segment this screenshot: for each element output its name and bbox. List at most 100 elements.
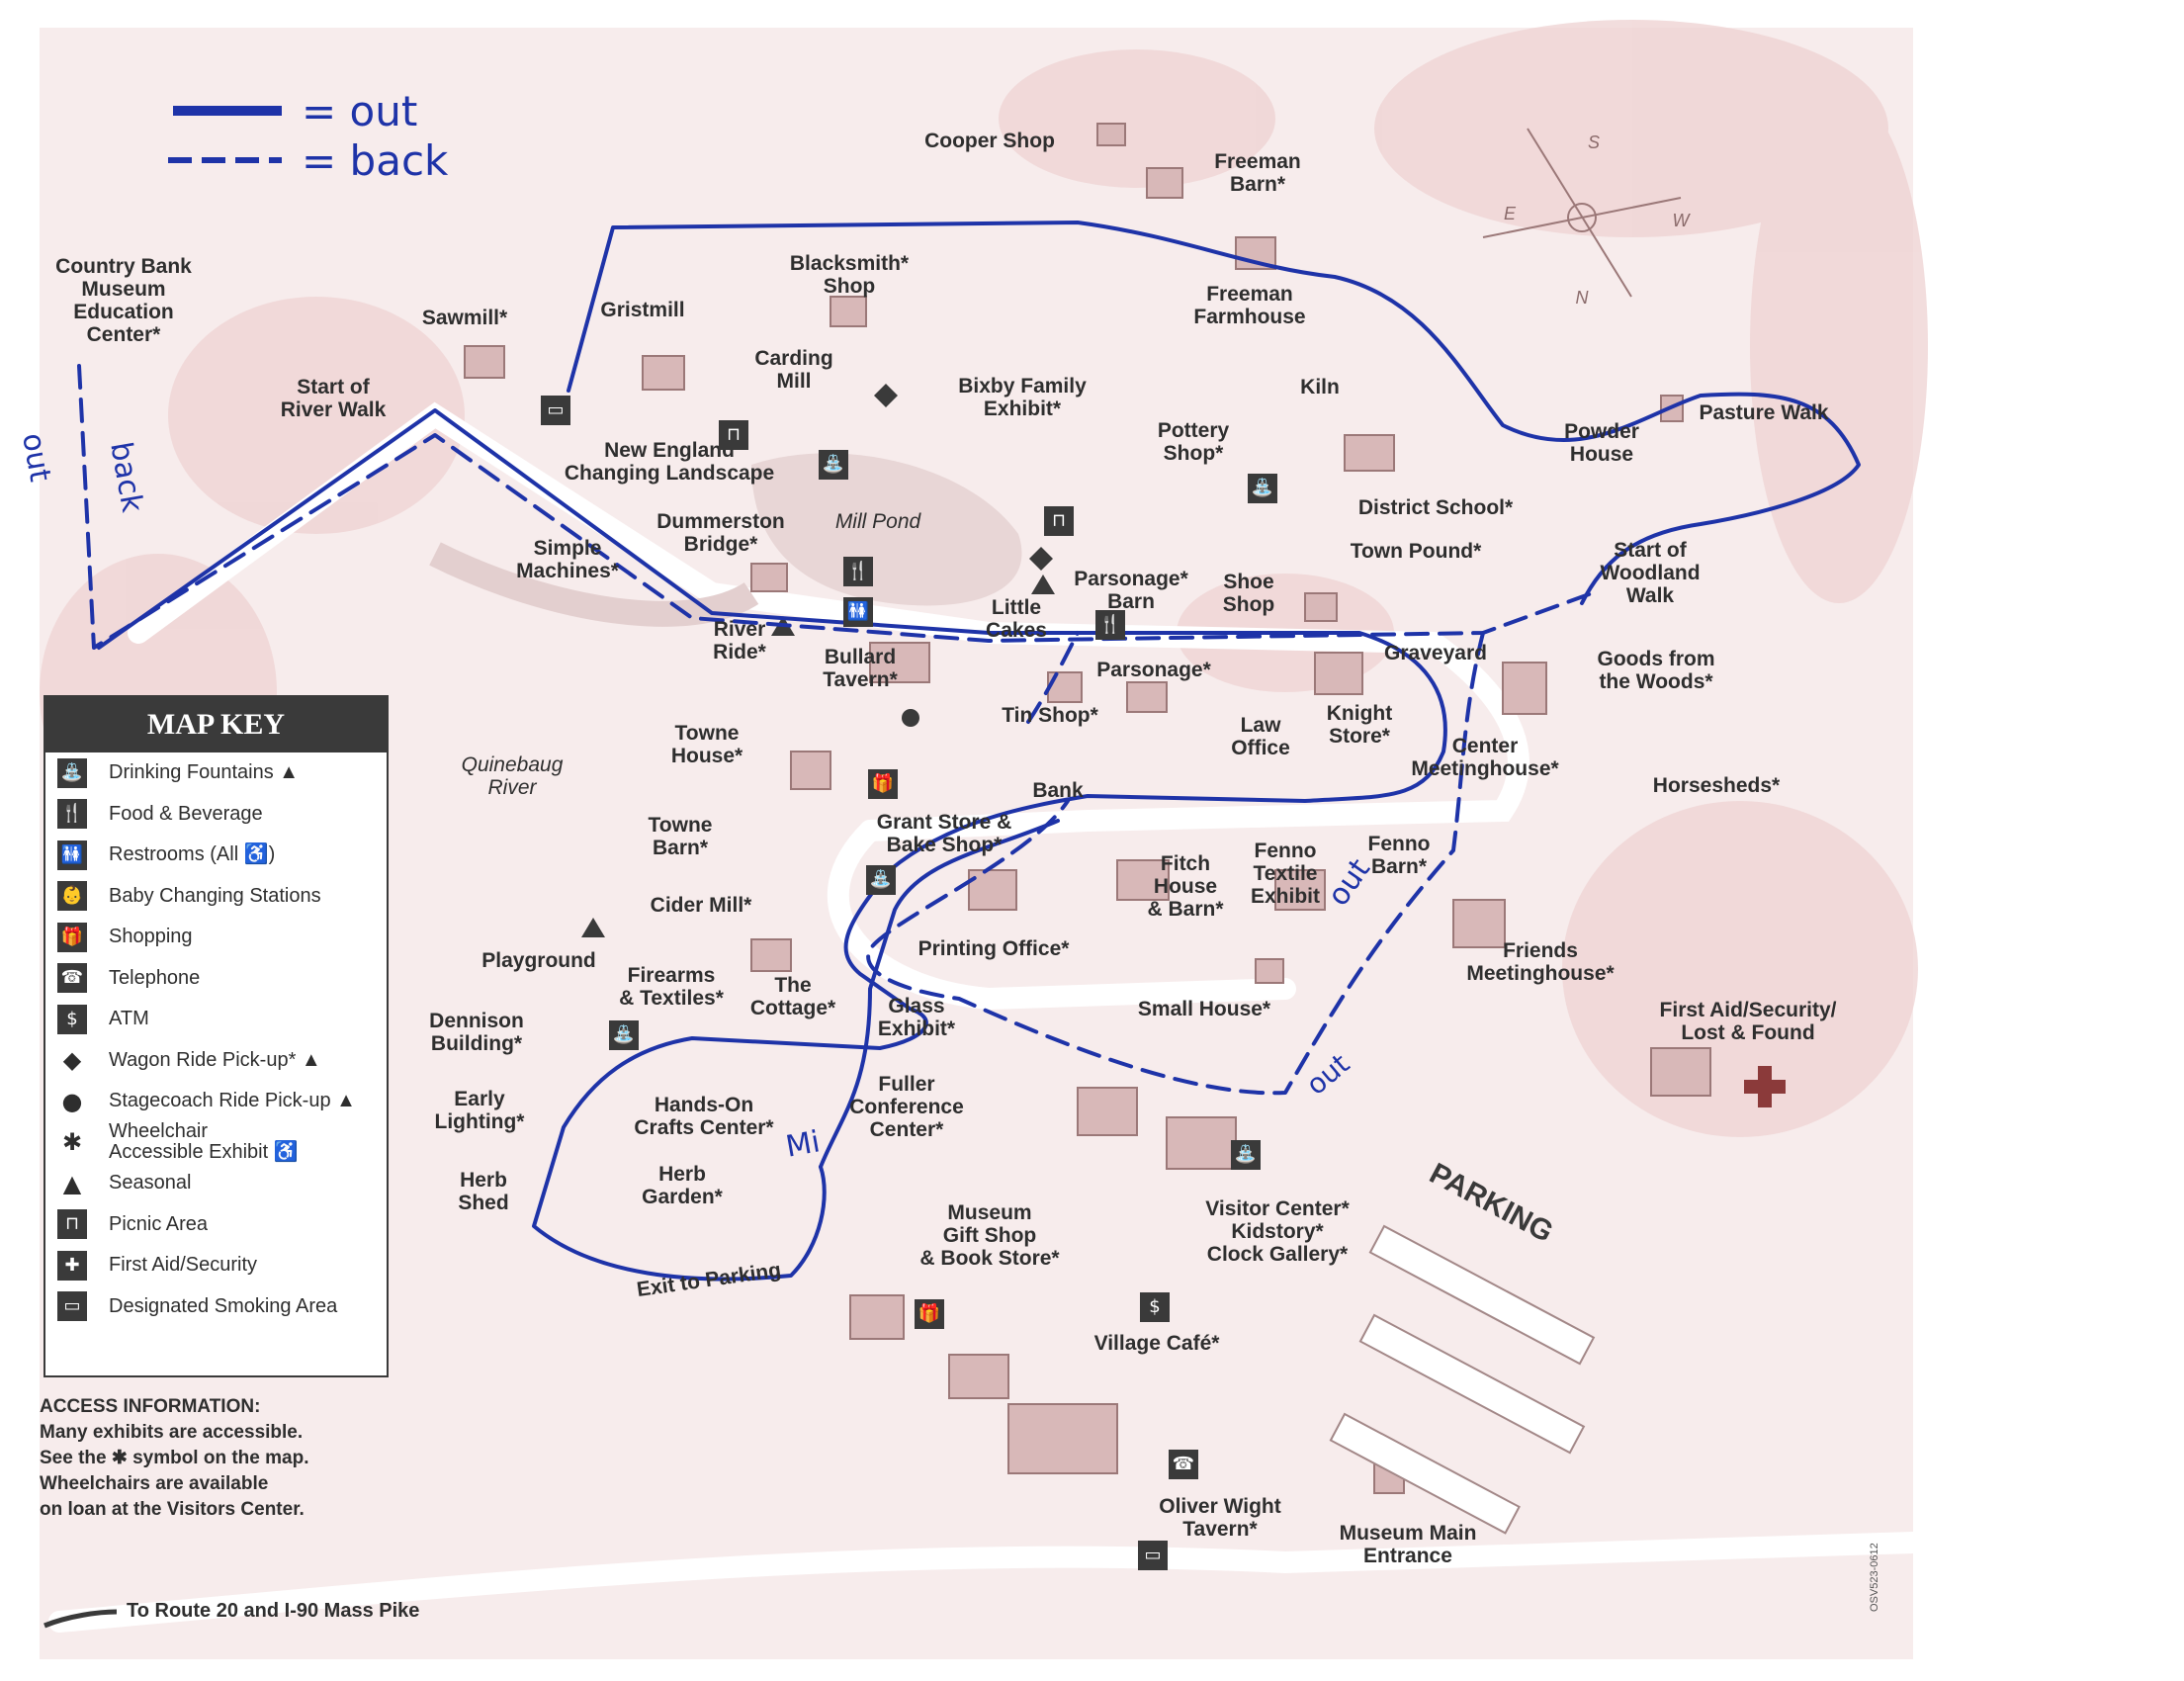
food-beverage-icon: 🍴 (1095, 610, 1125, 640)
first-aid-icon: ✚ (57, 1250, 87, 1281)
mill-pond (751, 453, 1022, 606)
access-line: Many exhibits are accessible. (40, 1422, 304, 1443)
first-aid-cross (1744, 1066, 1786, 1107)
map-key-label: Stagecoach Ride Pick-up ▲ (109, 1090, 356, 1112)
label-start-woodland-walk: Start of Woodland Walk (1600, 539, 1701, 607)
legend-out-text: = out (302, 87, 418, 135)
label-freeman-farmhouse: Freeman Farmhouse (1193, 283, 1306, 328)
drinking-fountain-icon: ⛲ (57, 757, 87, 788)
smoking-area-icon: ▭ (541, 396, 570, 425)
map-key-rows: ⛲Drinking Fountains ▲🍴Food & Beverage🚻Re… (45, 752, 387, 1327)
label-carding-mill: Carding Mill (754, 347, 833, 393)
label-the-cottage: The Cottage* (749, 974, 836, 1019)
label-blacksmith-shop: Blacksmith* Shop (789, 252, 910, 298)
label-parsonage: Parsonage* (1096, 659, 1211, 681)
atm-icon: $ (1140, 1292, 1170, 1322)
map-key-label: ATM (109, 1008, 149, 1030)
picnic-area-icon: ⊓ (57, 1209, 87, 1240)
stagecoach-marker (902, 709, 919, 727)
label-river-ride: River Ride* (713, 618, 766, 664)
label-center-meetinghouse: Center Meetinghouse* (1411, 735, 1559, 780)
telephone-icon: ☎ (1169, 1450, 1198, 1479)
label-herb-garden: Herb Garden* (642, 1163, 723, 1208)
map-key-row: ☎Telephone (45, 958, 387, 1000)
access-line: Wheelchairs are available (40, 1473, 269, 1494)
label-freeman-barn: Freeman Barn* (1214, 150, 1301, 196)
label-printing-office: Printing Office* (917, 937, 1070, 960)
map-key-title: MAP KEY (45, 697, 387, 752)
label-district-school: District School* (1357, 496, 1514, 519)
label-law-office: Law Office (1231, 714, 1290, 759)
map-key-label: First Aid/Security (109, 1254, 258, 1277)
label-bixby-exhibit: Bixby Family Exhibit* (958, 375, 1087, 420)
route-direction: To Route 20 and I-90 Mass Pike (127, 1600, 420, 1622)
label-museum-gift-shop: Museum Gift Shop & Book Store* (919, 1201, 1060, 1270)
label-dummerston-bridge: Dummerston Bridge* (656, 510, 785, 556)
legend-back-text: = back (302, 136, 449, 185)
label-first-aid-lost-found: First Aid/Security/ Lost & Found (1659, 999, 1837, 1044)
compass-w: W (1672, 211, 1690, 230)
label-goods-from-woods: Goods from the Woods* (1597, 648, 1715, 693)
label-bullard-tavern: Bullard Tavern* (823, 646, 898, 691)
label-small-house: Small House* (1137, 998, 1271, 1020)
access-heading: ACCESS INFORMATION: (40, 1396, 261, 1417)
compass-rose (1482, 128, 1682, 298)
map-key-label: Restrooms (All ♿) (109, 843, 276, 866)
label-visitor-center: Visitor Center* Kidstory* Clock Gallery* (1205, 1197, 1350, 1266)
label-mill-pond: Mill Pond (834, 510, 921, 533)
food-beverage-icon: 🍴 (843, 557, 873, 586)
picnic-area-icon: ⊓ (1044, 506, 1074, 536)
roads (48, 401, 1924, 1633)
label-quinebaug-river: Quinebaug River (461, 753, 564, 799)
label-village-cafe: Village Café* (1093, 1332, 1220, 1355)
map-key-row: 👶Baby Changing Stations (45, 876, 387, 918)
smoking-area-icon: ▭ (57, 1291, 87, 1322)
wagon-ride-icon: ◆ (62, 1046, 82, 1075)
label-fitch-house: Fitch House & Barn* (1147, 852, 1224, 921)
shopping-icon: 🎁 (868, 769, 898, 799)
map-key-label: Picnic Area (109, 1212, 209, 1235)
label-town-pound: Town Pound* (1350, 540, 1482, 563)
label-glass-exhibit: Glass Exhibit* (877, 995, 956, 1040)
access-line: on loan at the Visitors Center. (40, 1499, 305, 1520)
map-key-row: $ATM (45, 999, 387, 1040)
map-key-row: 🚻 Restrooms (All ♿) (45, 835, 387, 876)
label-hands-on-crafts: Hands-On Crafts Center* (634, 1094, 774, 1139)
label-little-cakes: Little Cakes (986, 596, 1047, 642)
access-information: ACCESS INFORMATION: Many exhibits are ac… (40, 1394, 366, 1523)
label-cooper-shop: Cooper Shop (924, 130, 1055, 152)
route-pike-line (44, 1609, 118, 1629)
label-fuller-conference: Fuller Conference Center* (849, 1073, 964, 1141)
map-key-row: ▲Seasonal (45, 1163, 387, 1204)
picnic-area-icon: ⊓ (719, 420, 748, 450)
label-pottery-shop: Pottery Shop* (1157, 419, 1230, 465)
quinebaug-river (429, 542, 759, 627)
map-key-row: ✚ First Aid/Security (45, 1245, 387, 1286)
label-bank: Bank (1032, 779, 1084, 802)
drinking-fountain-icon: ⛲ (819, 450, 848, 480)
label-fenno-barn: Fenno Barn* (1367, 833, 1431, 878)
map-key-row: ●Stagecoach Ride Pick-up ▲ (45, 1081, 387, 1122)
buildings (464, 123, 1711, 1494)
wheelchair-accessible-icon: ✱ (61, 1128, 83, 1157)
label-towne-house: Towne House* (670, 722, 743, 767)
label-powder-house: Powder House (1564, 420, 1639, 466)
label-sawmill: Sawmill* (421, 307, 508, 329)
compass-n: N (1575, 288, 1589, 308)
drinking-fountain-icon: ⛲ (1231, 1140, 1261, 1170)
map-key-label: Baby Changing Stations (109, 884, 321, 907)
shopping-icon: 🎁 (915, 1299, 944, 1329)
restroom-icon: 🚻 (57, 840, 87, 870)
seasonal-icon: ▲ (62, 1169, 82, 1197)
restroom-icon: 🚻 (843, 597, 873, 627)
shopping-icon: 🎁 (57, 922, 87, 952)
label-oliver-wight-tavern: Oliver Wight Tavern* (1159, 1495, 1281, 1541)
telephone-icon: ☎ (57, 963, 87, 994)
map-key-label: Food & Beverage (109, 802, 263, 825)
label-tin-shop: Tin Shop* (1002, 704, 1098, 727)
label-horsesheds: Horsesheds* (1652, 774, 1781, 797)
map-key-row: 🎁Shopping (45, 917, 387, 958)
label-friends-meetinghouse: Friends Meetinghouse* (1466, 939, 1615, 985)
label-museum-main-entrance: Museum Main Entrance (1339, 1522, 1477, 1567)
map-key-row: ⛲Drinking Fountains ▲ (45, 752, 387, 794)
